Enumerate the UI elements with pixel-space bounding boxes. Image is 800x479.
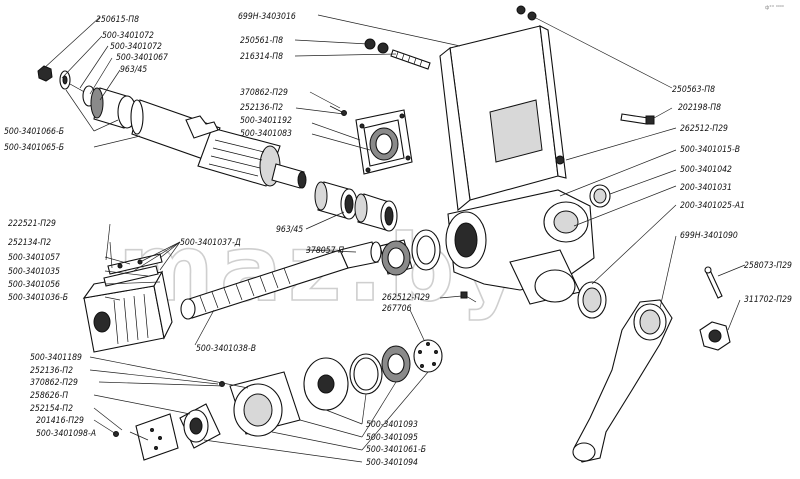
part-label: 258073-П29: [744, 261, 792, 271]
part-label: 500-3401192: [240, 116, 292, 126]
part-label: 963/45: [120, 65, 147, 75]
part-label: 500-3401042: [680, 165, 732, 175]
part-label: 252154-П2: [30, 404, 73, 414]
part-label: 500-3401036-Б: [8, 293, 68, 303]
part-bottom-washer: [135, 413, 179, 461]
part-nut-top-left: [37, 65, 53, 82]
part-label: 500-3401098-А: [36, 429, 96, 439]
part-label: 500-3401035: [8, 267, 60, 277]
part-label: 311702-П29: [744, 295, 792, 305]
part-label: 500-3401065-Б: [4, 143, 64, 153]
part-label: 267706: [382, 304, 412, 314]
part-cotter-pin: [704, 266, 723, 299]
part-label: 500-3401072: [110, 42, 162, 52]
part-label: 262512-П29: [382, 293, 430, 303]
part-label: 250561-П8: [240, 36, 283, 46]
part-label: 500-3401094: [366, 458, 418, 468]
part-castle-nut: [699, 321, 731, 351]
part-stud-216314: [390, 49, 431, 70]
parts-group: [37, 5, 731, 463]
corner-mark: ф°° ⁰⁰⁰⁰: [765, 5, 784, 11]
part-seal-right: [577, 281, 607, 319]
leader-lines: [41, 14, 746, 463]
part-label: 370862-П29: [240, 88, 288, 98]
part-label: 250615-П8: [96, 15, 139, 25]
part-bottom-disc: [303, 357, 349, 411]
part-screw-370862: [329, 105, 347, 116]
part-label: 500-3401083: [240, 129, 292, 139]
part-pitman-arm: [572, 299, 673, 463]
part-ring-left-housing: [411, 229, 441, 271]
part-roller-bearing: [379, 239, 413, 276]
part-rack-nut-block: [82, 270, 173, 353]
part-label: 500-3401056: [8, 280, 60, 290]
part-label: 370862-П29: [30, 378, 78, 388]
part-label: 216314-П8: [240, 52, 283, 62]
part-housing-body: [445, 189, 595, 305]
part-worm-shaft: [180, 241, 382, 320]
part-labels: 250615-П8500-3401072500-3401072500-34010…: [4, 12, 792, 468]
part-label: 378057-П: [306, 246, 344, 256]
part-bottom-cover: [229, 371, 301, 437]
part-label: 500-3401038-В: [196, 344, 256, 354]
part-label: 258626-П: [30, 391, 68, 401]
part-label: 500-3401037-Д: [180, 238, 241, 248]
part-bolt-202198: [620, 113, 655, 125]
part-bushing-1: [314, 181, 358, 220]
part-nuts-250561: [364, 38, 389, 54]
part-label: 250563-П8: [672, 85, 715, 95]
part-label: 500-3401095: [366, 433, 418, 443]
part-bottom-nut: [179, 403, 221, 449]
part-cover-plate: [355, 109, 413, 175]
part-label: 252136-П2: [240, 103, 283, 113]
part-label: 699Н-3403016: [238, 12, 296, 22]
part-bottom-cage: [413, 339, 443, 373]
part-label: 500-3401072: [102, 31, 154, 41]
part-label: 500-3401057: [8, 253, 60, 263]
part-washer-top-left: [59, 70, 71, 90]
part-steering-shaft: [130, 99, 307, 189]
part-label: 222521-П29: [8, 219, 56, 229]
part-label: 500-3401189: [30, 353, 82, 363]
part-label: 201416-П29: [36, 416, 84, 426]
part-bolt-262512: [460, 291, 477, 303]
part-label: 500-3401015-В: [680, 145, 740, 155]
part-gear-housing: [439, 25, 567, 212]
part-label: 500-3401067: [116, 53, 168, 63]
part-label: 500-3401066-Б: [4, 127, 64, 137]
part-bottom-ring: [349, 353, 383, 395]
part-bearing-sleeve: [90, 87, 137, 129]
part-label: 500-3401093: [366, 420, 418, 430]
part-label: 202198-П8: [678, 103, 721, 113]
part-label: 500-3401061-Б: [366, 445, 426, 455]
part-label: 262512-П29: [680, 124, 728, 134]
part-label: 200-3401025-А1: [680, 201, 745, 211]
part-label: 699Н-3401090: [680, 231, 738, 241]
part-seal-500-3401042: [589, 184, 611, 208]
part-bottom-bearing: [381, 345, 411, 383]
part-nuts-250563: [516, 5, 537, 21]
part-label: 200-3401031: [680, 183, 732, 193]
part-clamps-500-3401037: [103, 253, 163, 287]
part-bushing-2: [354, 193, 398, 232]
part-label: 252134-П2: [8, 238, 51, 248]
part-label: 963/45: [276, 225, 303, 235]
part-label: 252136-П2: [30, 366, 73, 376]
